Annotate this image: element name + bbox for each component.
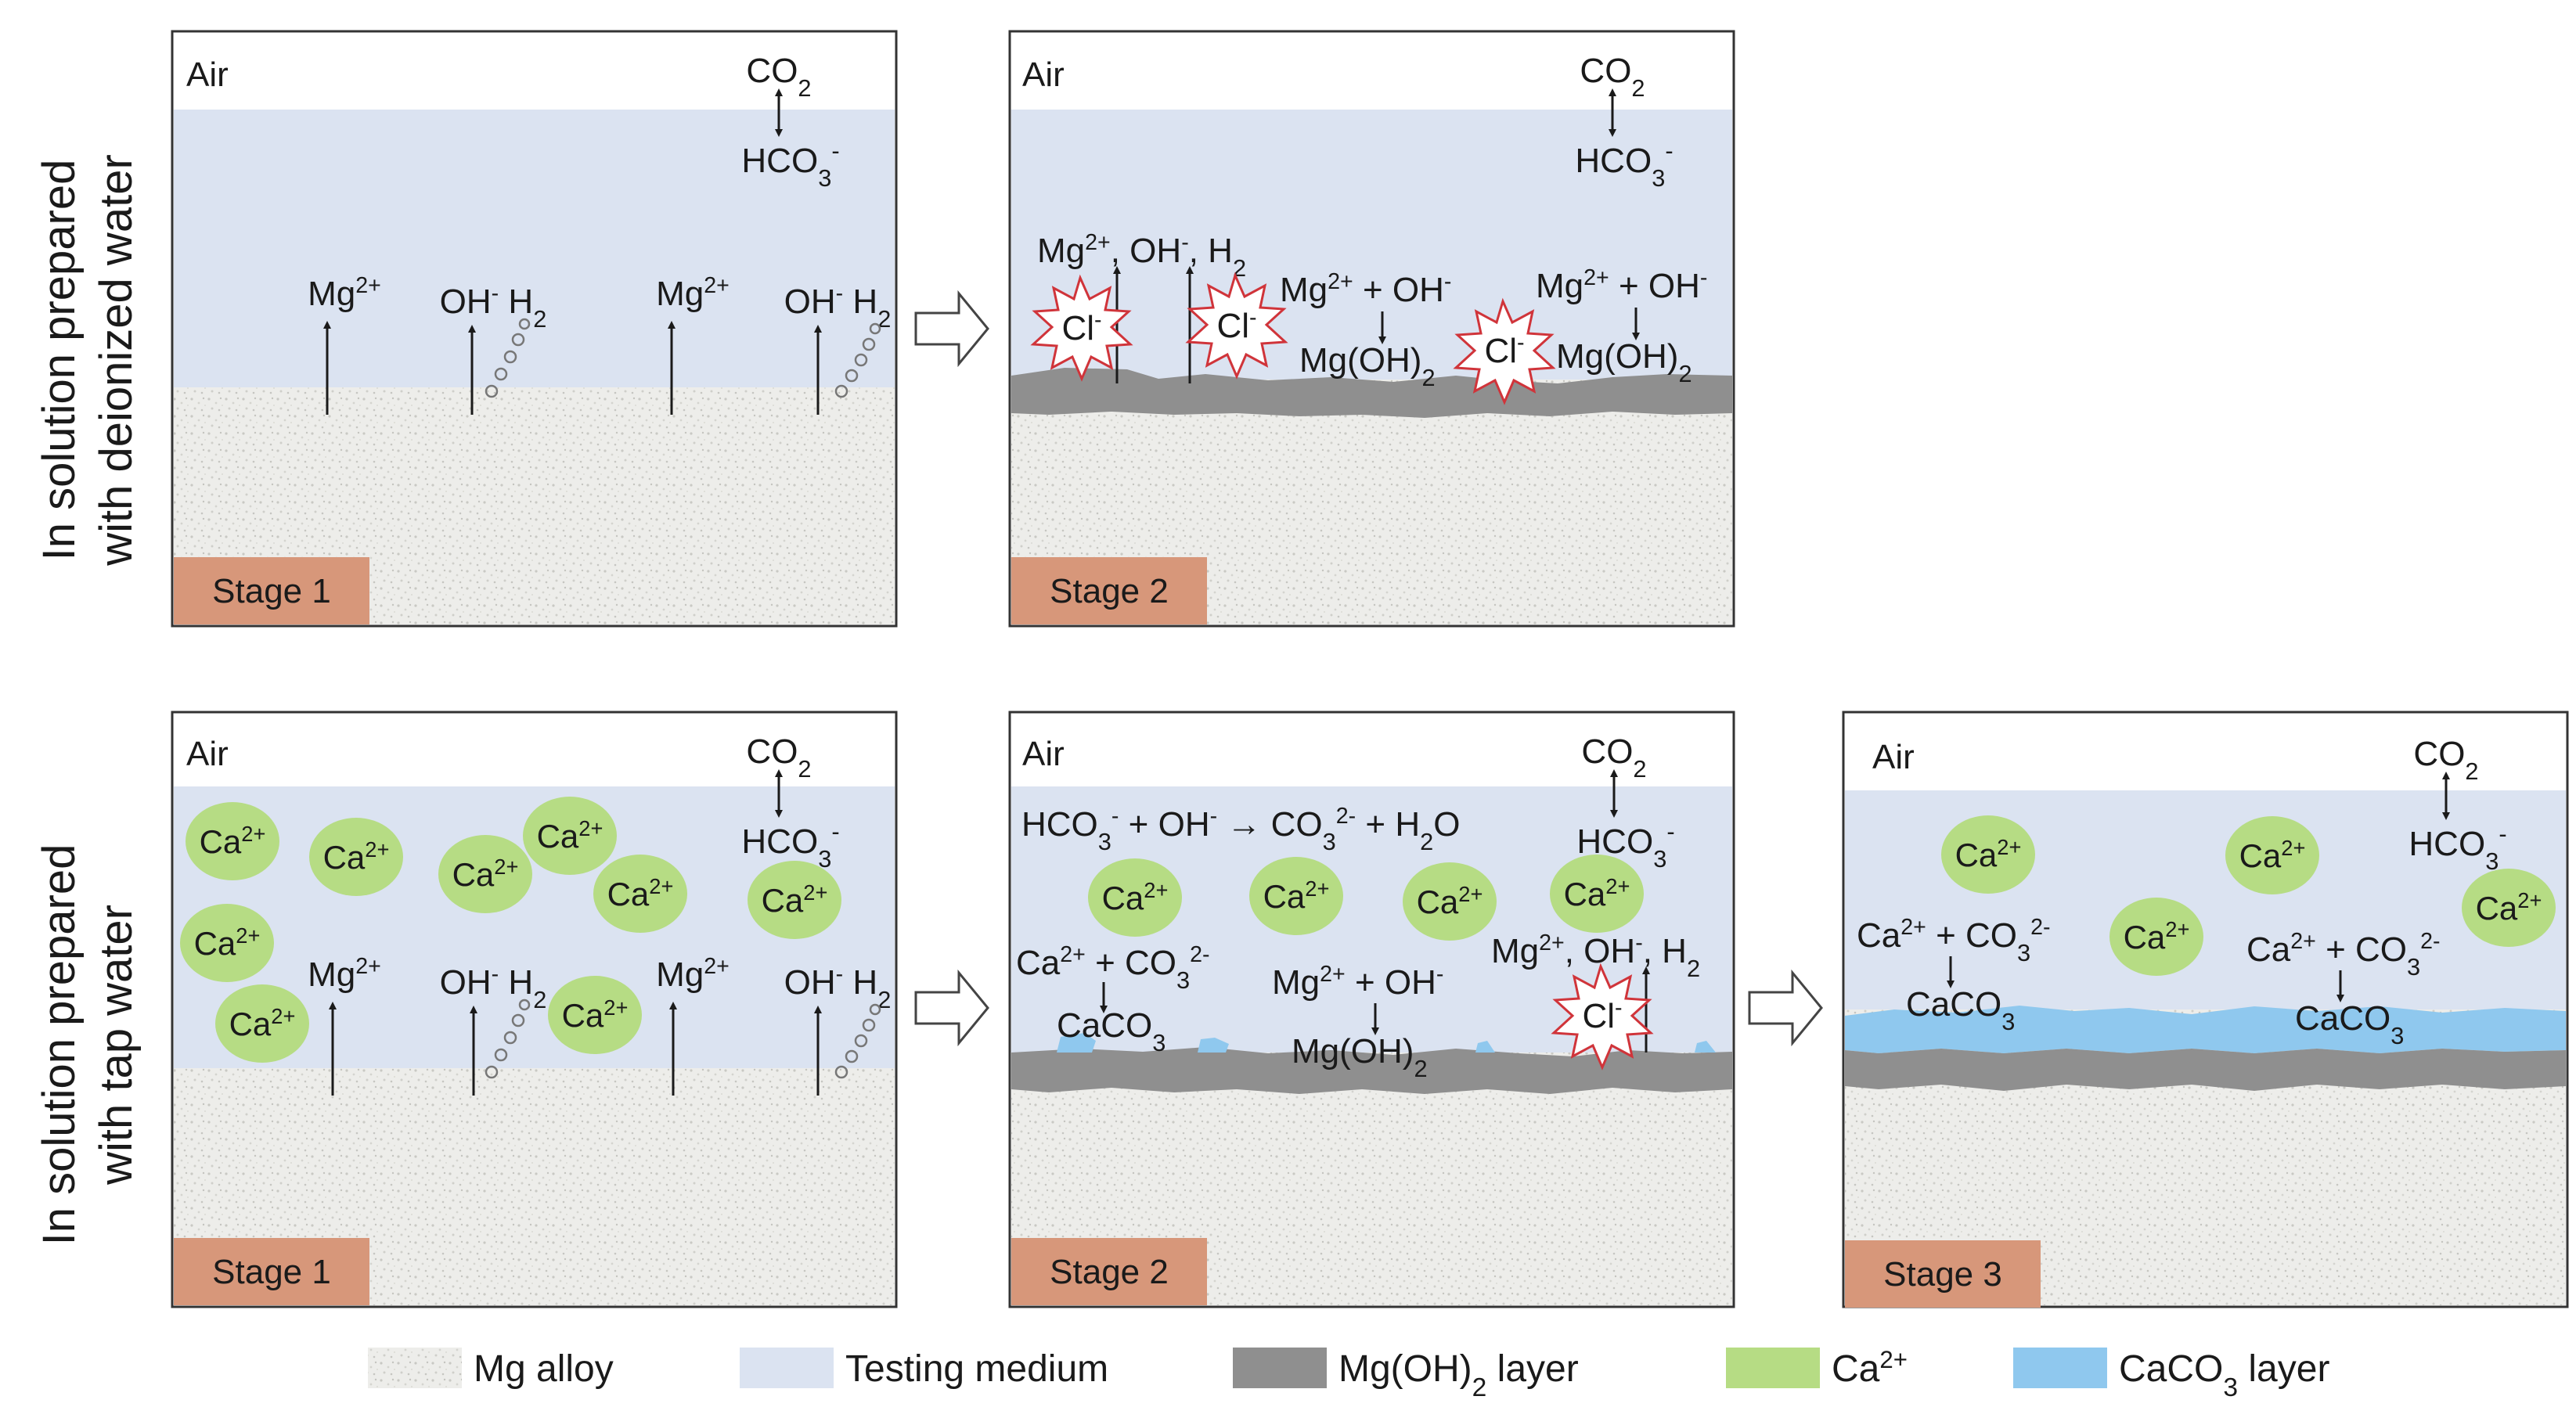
ca-ion: Ca2+	[180, 904, 274, 982]
row-label-tap-line2: with tap water	[91, 905, 142, 1186]
transition-arrow	[914, 290, 989, 368]
stage-label: Stage 2	[1050, 572, 1169, 610]
reaction-label: Mg2+ + OH-	[1536, 265, 1707, 305]
panel-deionized-stage2: Stage 2 Air CO2 HCO3- Mg2+, OH-, H2 Cl- …	[1008, 30, 1735, 628]
svg-text:Ca2+: Ca2+	[323, 837, 390, 876]
ca-ion: Ca2+	[2109, 898, 2203, 976]
svg-text:Ca2+: Ca2+	[452, 855, 519, 894]
cl-ion-burst: Cl-	[1551, 963, 1654, 1071]
legend-item-mg-alloy: Mg alloy	[368, 1348, 614, 1390]
row-label-deionized: In solution prepared with deionized wate…	[34, 154, 142, 567]
legend-label: CaCO3 layer	[2119, 1348, 2329, 1402]
svg-text:Ca2+: Ca2+	[2476, 888, 2542, 927]
legend-item-caco3-layer: CaCO3 layer	[2013, 1348, 2329, 1402]
row-label-tap-line1: In solution prepared	[34, 844, 85, 1246]
reaction-label: Mg2+ + OH-	[1272, 962, 1443, 1002]
cl-ion-burst: Cl-	[1453, 297, 1556, 405]
ca-ion: Ca2+	[1941, 815, 2035, 894]
transition-arrow	[914, 969, 989, 1047]
ca-ion: Ca2+	[1403, 862, 1497, 941]
air-label: Air	[186, 735, 229, 773]
ca-ion: Ca2+	[186, 802, 279, 880]
legend-swatch	[1233, 1348, 1327, 1388]
cl-label: Cl-	[1582, 995, 1622, 1035]
caco3-deposits	[1057, 1033, 1716, 1053]
legend-swatch	[740, 1348, 834, 1388]
legend-swatch	[368, 1348, 462, 1388]
legend-item-ca-ion: Ca2+	[1726, 1346, 1908, 1391]
cl-ion-burst: Cl-	[1185, 272, 1288, 380]
svg-text:Ca2+: Ca2+	[607, 874, 674, 913]
stage-label: Stage 3	[1883, 1255, 2002, 1294]
legend-swatch	[2013, 1348, 2107, 1388]
legend-label: Mg alloy	[474, 1348, 614, 1390]
ca-ion: Ca2+	[2225, 816, 2319, 894]
ca-ion: Ca2+	[2462, 869, 2556, 947]
mgoh2-layer	[1011, 1047, 1732, 1094]
stage-tag	[1845, 1240, 2041, 1308]
air-label: Air	[1022, 56, 1065, 94]
h2-bubbles	[485, 999, 531, 1079]
stage-tag	[1011, 1238, 1207, 1305]
ca-ion: Ca2+	[1550, 855, 1644, 933]
caco3-layer	[1845, 1006, 2566, 1053]
ca-ion: Ca2+	[309, 818, 403, 896]
row-label-deionized-line2: with deionized water	[91, 154, 142, 567]
stage-tag	[174, 557, 369, 624]
legend-label: Mg(OH)2 layer	[1338, 1348, 1579, 1402]
ca-ion: Ca2+	[523, 797, 617, 875]
stage-label: Stage 1	[212, 572, 331, 610]
legend-item-mgoh2-layer: Mg(OH)2 layer	[1233, 1348, 1579, 1402]
mgoh2-layer	[1845, 1049, 2566, 1091]
transition-arrow	[1748, 969, 1823, 1047]
ca-ion: Ca2+	[593, 855, 687, 933]
row-label-deionized-line1: In solution prepared	[34, 160, 85, 561]
h2-bubbles	[485, 318, 531, 398]
air-label: Air	[1872, 738, 1915, 776]
ca-ion: Ca2+	[1088, 858, 1182, 937]
air-label: Air	[186, 56, 229, 94]
cl-ion-burst: Cl-	[1030, 274, 1133, 382]
ca-ion: Ca2+	[548, 976, 642, 1054]
stage-tag	[1011, 557, 1207, 624]
stage-tag	[174, 1238, 369, 1305]
h2-bubbles	[834, 322, 881, 398]
legend: Mg alloy Testing medium Mg(OH)2 layer Ca…	[368, 1346, 2329, 1402]
legend-swatch	[1726, 1348, 1820, 1388]
mgoh2-layer	[1011, 368, 1732, 418]
panel-tap-stage1: Stage 1 Air CO2 HCO3- Ca2+ Ca2+ Ca2+ Ca2…	[171, 711, 898, 1308]
ca-ion: Ca2+	[748, 861, 841, 939]
legend-label: Ca2+	[1832, 1346, 1908, 1391]
reaction-label: Mg2+ + OH-	[1280, 269, 1451, 309]
panel-tap-stage2: Stage 2 Air CO2 HCO3- HCO3- + OH- → CO32…	[1008, 711, 1735, 1308]
panel-tap-stage3: Stage 3 Air CO2 HCO3- Ca2+ Ca2+ Ca2+ Ca2…	[1842, 711, 2569, 1308]
stage-label: Stage 2	[1050, 1253, 1169, 1291]
panel-deionized-stage1: Stage 1 Air CO2 HCO3- Mg2+ OH- H2 Mg2+ O…	[171, 30, 898, 628]
ca-ion: Ca2+	[438, 835, 532, 913]
stage-label: Stage 1	[212, 1253, 331, 1291]
ca-ion: Ca2+	[215, 984, 309, 1063]
h2-bubbles	[834, 1003, 881, 1079]
row-label-tap: In solution prepared with tap water	[34, 844, 142, 1246]
legend-item-testing-medium: Testing medium	[740, 1348, 1108, 1390]
ca-ion: Ca2+	[1249, 857, 1343, 935]
air-label: Air	[1022, 735, 1065, 773]
legend-label: Testing medium	[845, 1348, 1108, 1390]
